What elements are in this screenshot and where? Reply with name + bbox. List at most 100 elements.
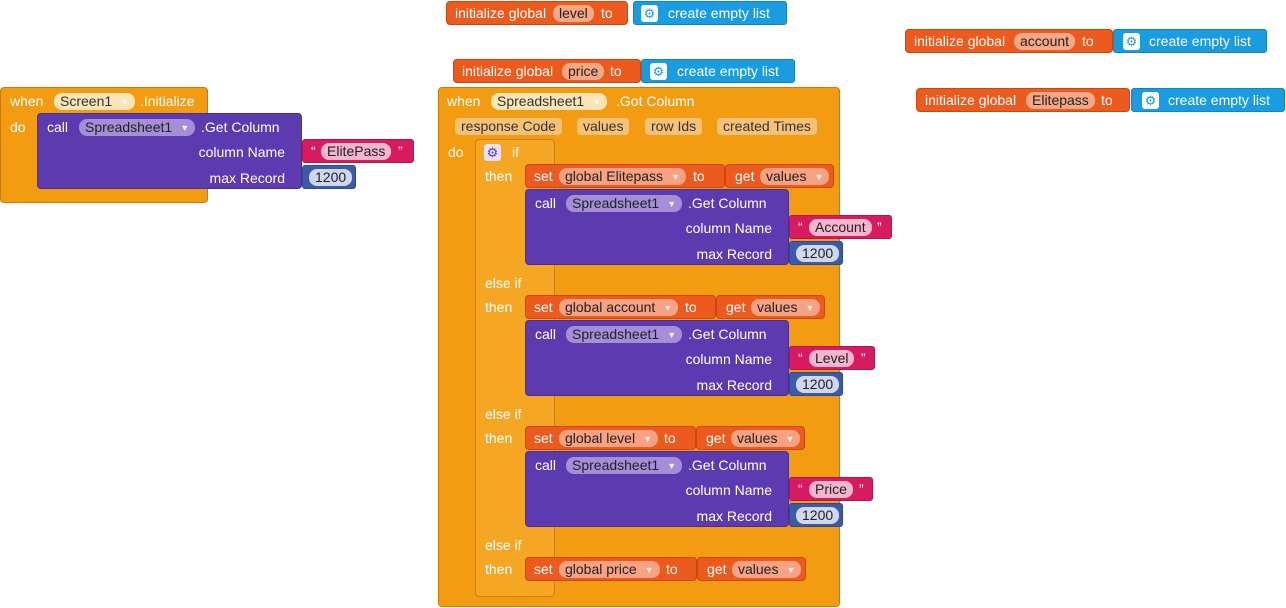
global-name-field[interactable]: level xyxy=(553,5,594,22)
number-value[interactable]: 1200 xyxy=(309,169,353,186)
number-block-1200[interactable]: 1200 xyxy=(789,241,843,265)
chevron-down-icon: ▼ xyxy=(667,461,677,471)
spreadsheet-component-dropdown[interactable]: Spreadsheet1▼ xyxy=(491,93,608,110)
method-name: .Get Column xyxy=(688,457,767,473)
create-empty-list-block-level[interactable]: ⚙ create empty list xyxy=(633,1,787,25)
quote-close: ” xyxy=(861,350,866,366)
spreadsheet-component-dropdown[interactable]: Spreadsheet1▼ xyxy=(566,326,683,343)
number-value[interactable]: 1200 xyxy=(796,507,840,524)
max-record-label: max Record xyxy=(696,246,772,262)
quote-open: “ xyxy=(798,350,803,366)
chevron-down-icon: ▼ xyxy=(643,434,652,444)
gear-icon[interactable]: ⚙ xyxy=(1123,33,1140,50)
variable-name: values xyxy=(766,168,807,184)
call-get-column-block[interactable]: call Spreadsheet1▼ .Get Column column Na… xyxy=(525,320,789,396)
to-label: to xyxy=(685,299,697,315)
set-global-elitepass-block[interactable]: set global Elitepass▼ to xyxy=(525,164,725,188)
spreadsheet-component-dropdown[interactable]: Spreadsheet1▼ xyxy=(566,195,683,212)
number-block-1200[interactable]: 1200 xyxy=(789,503,843,527)
init-global-price-block[interactable]: initialize global price to xyxy=(453,59,641,83)
get-values-block[interactable]: get values▼ xyxy=(716,295,825,319)
then-label: then xyxy=(485,299,513,315)
init-global-elitepass-block[interactable]: initialize global Elitepass to xyxy=(916,88,1130,112)
event-name: .Got Column xyxy=(616,93,695,109)
spreadsheet-component-dropdown[interactable]: Spreadsheet1▼ xyxy=(79,119,196,136)
then-label: then xyxy=(485,168,513,184)
method-name: .Get Column xyxy=(688,195,767,211)
mutator-gear-icon[interactable]: ⚙ xyxy=(484,144,501,161)
text-block-elitepass[interactable]: “ ElitePass ” xyxy=(302,139,414,163)
chevron-down-icon: ▼ xyxy=(671,172,680,182)
event-name: .Initialize xyxy=(140,93,195,109)
text-block-level[interactable]: “ Level ” xyxy=(789,346,875,370)
chevron-down-icon: ▼ xyxy=(785,434,795,444)
to-label: to xyxy=(601,5,613,21)
get-label: get xyxy=(726,299,746,315)
max-record-label: max Record xyxy=(696,508,772,524)
number-block-1200[interactable]: 1200 xyxy=(789,372,843,396)
variable-dropdown[interactable]: global price▼ xyxy=(559,561,660,578)
init-global-label: initialize global xyxy=(455,5,547,21)
set-label: set xyxy=(534,561,553,577)
call-get-column-block[interactable]: call Spreadsheet1▼ .Get Column column Na… xyxy=(525,189,789,265)
set-label: set xyxy=(534,299,553,315)
variable-dropdown[interactable]: global level ▼ xyxy=(559,430,658,447)
create-empty-list-block-elitepass[interactable]: ⚙ create empty list xyxy=(1131,88,1285,112)
call-get-column-block[interactable]: call Spreadsheet1▼ .Get Column column Na… xyxy=(525,451,789,527)
gear-icon[interactable]: ⚙ xyxy=(650,63,667,80)
variable-name: global account xyxy=(565,299,656,315)
number-value[interactable]: 1200 xyxy=(796,245,840,262)
get-label: get xyxy=(735,168,755,184)
spreadsheet-component-dropdown[interactable]: Spreadsheet1▼ xyxy=(566,457,683,474)
get-variable-dropdown[interactable]: values▼ xyxy=(732,561,802,578)
variable-name: global level xyxy=(565,430,636,446)
text-block-price[interactable]: “ Price ” xyxy=(789,477,873,501)
then-label: then xyxy=(485,430,513,446)
param-values[interactable]: values xyxy=(577,118,630,135)
chevron-down-icon: ▼ xyxy=(805,303,815,313)
quote-open: “ xyxy=(798,219,803,235)
set-global-price-block[interactable]: set global price▼ to xyxy=(525,557,697,581)
create-empty-list-block-account[interactable]: ⚙ create empty list xyxy=(1113,29,1267,53)
text-block-account[interactable]: “ Account ” xyxy=(789,215,892,239)
variable-dropdown[interactable]: global account ▼ xyxy=(559,299,679,316)
text-value[interactable]: ElitePass xyxy=(321,143,392,160)
get-values-block[interactable]: get values▼ xyxy=(725,164,834,188)
variable-dropdown[interactable]: global Elitepass ▼ xyxy=(559,168,686,185)
global-name-field[interactable]: account xyxy=(1014,33,1076,50)
global-name-field[interactable]: Elitepass xyxy=(1026,92,1095,109)
get-values-block[interactable]: get values▼ xyxy=(696,426,805,450)
quote-open: “ xyxy=(311,143,316,159)
init-global-level-block[interactable]: initialize global level to xyxy=(446,1,628,25)
call-get-column-block[interactable]: call Spreadsheet1▼ .Get Column column Na… xyxy=(37,113,302,189)
chevron-down-icon: ▼ xyxy=(663,303,673,313)
number-block-1200[interactable]: 1200 xyxy=(302,165,356,189)
quote-close: ” xyxy=(859,481,864,497)
set-global-level-block[interactable]: set global level▼ to xyxy=(525,426,696,450)
set-global-account-block[interactable]: set global account ▼ to xyxy=(525,295,716,319)
text-value[interactable]: Account xyxy=(809,219,872,236)
chevron-down-icon: ▼ xyxy=(667,199,677,209)
column-name-label: column Name xyxy=(685,220,772,236)
number-value[interactable]: 1200 xyxy=(796,376,840,393)
text-value[interactable]: Price xyxy=(809,481,853,498)
screen1-component-dropdown[interactable]: Screen1▼ xyxy=(54,93,136,110)
variable-name: values xyxy=(738,561,779,577)
gear-icon[interactable]: ⚙ xyxy=(1142,92,1159,109)
get-values-block[interactable]: get values▼ xyxy=(697,557,806,581)
chevron-down-icon: ▼ xyxy=(644,565,654,575)
create-empty-list-block-price[interactable]: ⚙ create empty list xyxy=(641,59,795,83)
get-variable-dropdown[interactable]: values▼ xyxy=(751,299,821,316)
text-value[interactable]: Level xyxy=(809,350,855,367)
gear-icon[interactable]: ⚙ xyxy=(641,5,658,22)
get-variable-dropdown[interactable]: values▼ xyxy=(760,168,830,185)
init-global-account-block[interactable]: initialize global account to xyxy=(905,29,1113,53)
variable-name: global Elitepass xyxy=(565,168,664,184)
get-variable-dropdown[interactable]: values▼ xyxy=(731,430,801,447)
global-name-field[interactable]: price xyxy=(562,63,605,80)
param-response-code[interactable]: response Code xyxy=(455,118,562,135)
param-row-ids[interactable]: row Ids xyxy=(645,118,703,135)
set-label: set xyxy=(534,430,553,446)
do-label: do xyxy=(448,144,464,160)
param-created-times[interactable]: created Times xyxy=(717,118,817,135)
